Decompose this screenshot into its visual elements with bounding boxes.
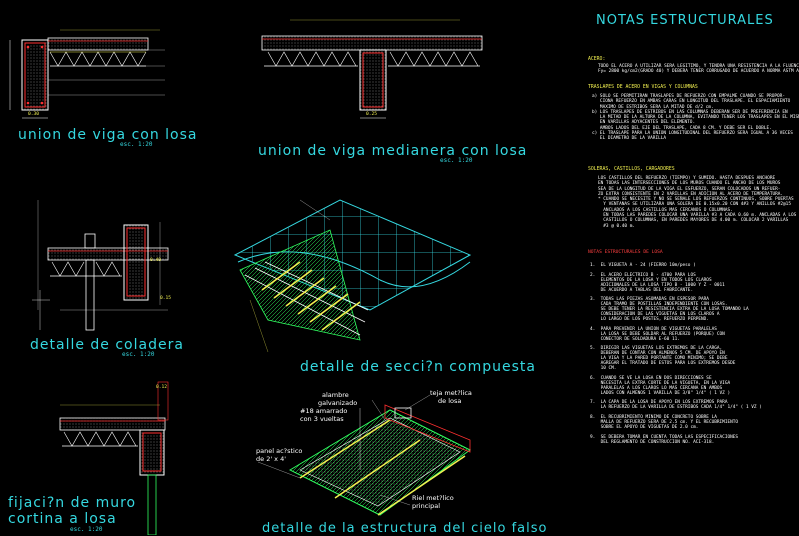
label-galvanizado: galvanizado	[318, 399, 358, 407]
scale-fijacion-muro: esc. 1:20	[70, 526, 103, 533]
notes-traslapes-heading: TRASLAPES DE ACERO EN VIGAS Y COLUMNAS	[588, 85, 698, 90]
dim-030: 0.30	[28, 112, 40, 117]
detail-seccion-compuesta	[233, 199, 472, 353]
scale-union-viga-losa: esc. 1:20	[120, 141, 153, 148]
notes-traslapes-body: a) SOLO SE PERMITIRAN TRASLAPES DE REFUE…	[592, 94, 799, 142]
notes-soleras-body: LOS CASTILLOS DEL REFUERZO (TIEMPO) Y SU…	[598, 176, 797, 229]
title-cielo-falso: detalle de la estructura del cielo falso	[262, 521, 548, 536]
detail-union-viga-losa	[9, 29, 165, 119]
notes-losa-body: 1. EL VIGUETA A - 24 (FIERRO 10m/peso ) …	[590, 263, 762, 445]
label-teja-1: teja met?lica	[430, 389, 472, 397]
notes-losa-heading: NOTAS ESTRUCTURALES DE LOSA	[588, 250, 663, 255]
detail-union-viga-medianera	[261, 19, 483, 119]
scale-detalle-coladera: esc. 1:20	[122, 351, 155, 358]
detail-fijacion-muro-cortina	[59, 381, 169, 535]
label-teja-2: de losa	[438, 397, 462, 405]
notes-title: NOTAS ESTRUCTURALES	[596, 13, 774, 28]
dim-015: 0.15	[160, 296, 172, 301]
dim-025: 0.25	[366, 112, 378, 117]
title-fijacion-muro-1: fijaci?n de muro	[8, 495, 137, 511]
notes-soleras-heading: SOLERAS, CASTILLOS, CARGADORES	[588, 167, 675, 172]
detail-estructura-cielo-falso	[257, 394, 471, 516]
label-riel-1: Riel met?lico	[412, 494, 454, 502]
label-riel-2: principal	[412, 502, 441, 510]
title-detalle-coladera: detalle de coladera	[30, 337, 184, 353]
label-panel-1: panel ac?stico	[256, 447, 303, 455]
scale-union-viga-medianera: esc. 1:20	[440, 157, 473, 164]
label-panel-2: de 2' x 4'	[256, 455, 287, 463]
label-amarrado: #18 amarrado	[300, 407, 348, 415]
title-fijacion-muro-2: cortina a losa	[8, 511, 117, 527]
notes-acero-heading: ACERO:	[588, 57, 606, 62]
label-vueltas: con 3 vueltas	[300, 415, 344, 423]
title-union-viga-losa: union de viga con losa	[18, 127, 198, 143]
dim-040: 0.40	[150, 258, 162, 263]
title-union-viga-medianera: union de viga medianera con losa	[258, 143, 528, 159]
detail-coladera	[32, 200, 169, 331]
label-alambre: alambre	[322, 391, 349, 399]
title-seccion-compuesta: detalle de secci?n compuesta	[300, 359, 536, 375]
notes-acero-body: TODO EL ACERO A UTILIZAR SERA LEGITIMO, …	[598, 64, 799, 75]
dim-012: 0.12	[156, 385, 168, 390]
